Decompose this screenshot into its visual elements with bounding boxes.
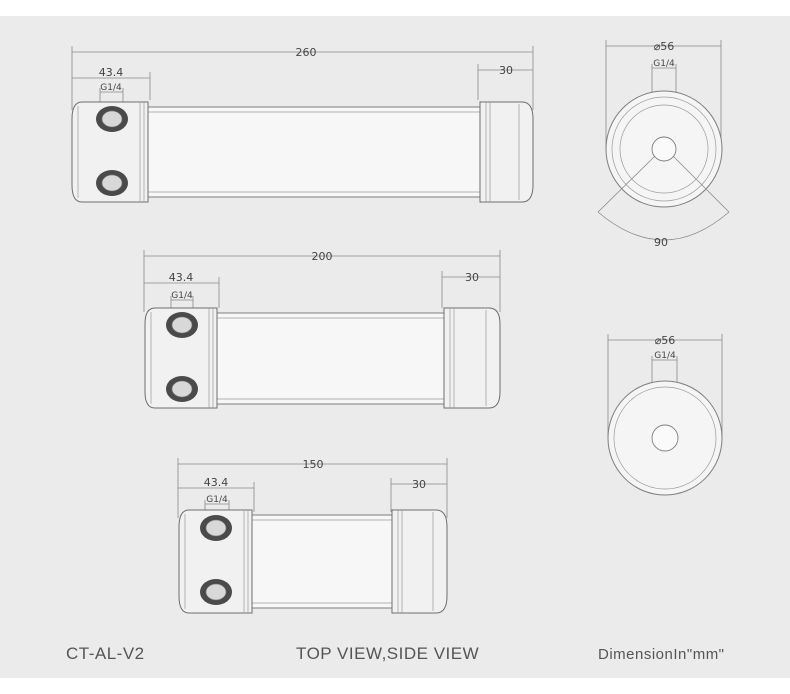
model-label: CT-AL-V2	[66, 644, 145, 663]
side-view-bottom-thread-label: G1/4	[654, 351, 676, 361]
tube-200: 200 43.4 G1/4 30	[143, 250, 501, 409]
tube-200-thread-label: G1/4	[171, 291, 193, 301]
tube-260: 260 43.4 G1/4 30	[71, 46, 534, 203]
side-view-top-thread-label: G1/4	[653, 59, 675, 69]
tube-150: 150 43.4 G1/4 30	[177, 458, 448, 614]
tube-260-length-label: 260	[296, 46, 317, 59]
side-view-top-angle-label: 90	[654, 236, 668, 249]
tube-200-length-label: 200	[312, 250, 333, 263]
side-view-top-diameter-label: ⌀56	[654, 40, 675, 53]
tube-260-thread-label: G1/4	[100, 83, 122, 93]
tube-200-port-width-label: 43.4	[169, 271, 194, 284]
units-label: DimensionIn"mm"	[598, 646, 725, 663]
tube-150-port-width-label: 43.4	[204, 476, 229, 489]
tube-150-cap-label: 30	[412, 478, 426, 491]
side-view-top: ⌀56 G1/4 90	[597, 40, 730, 249]
side-view-bottom-diameter-label: ⌀56	[655, 334, 676, 347]
tube-150-length-label: 150	[303, 458, 324, 471]
views-label: TOP VIEW,SIDE VIEW	[296, 644, 479, 663]
side-view-bottom: ⌀56 G1/4	[607, 334, 723, 496]
tube-260-cap-label: 30	[499, 64, 513, 77]
tube-150-thread-label: G1/4	[206, 495, 228, 505]
tube-260-port-width-label: 43.4	[99, 66, 124, 79]
tube-200-cap-label: 30	[465, 271, 479, 284]
